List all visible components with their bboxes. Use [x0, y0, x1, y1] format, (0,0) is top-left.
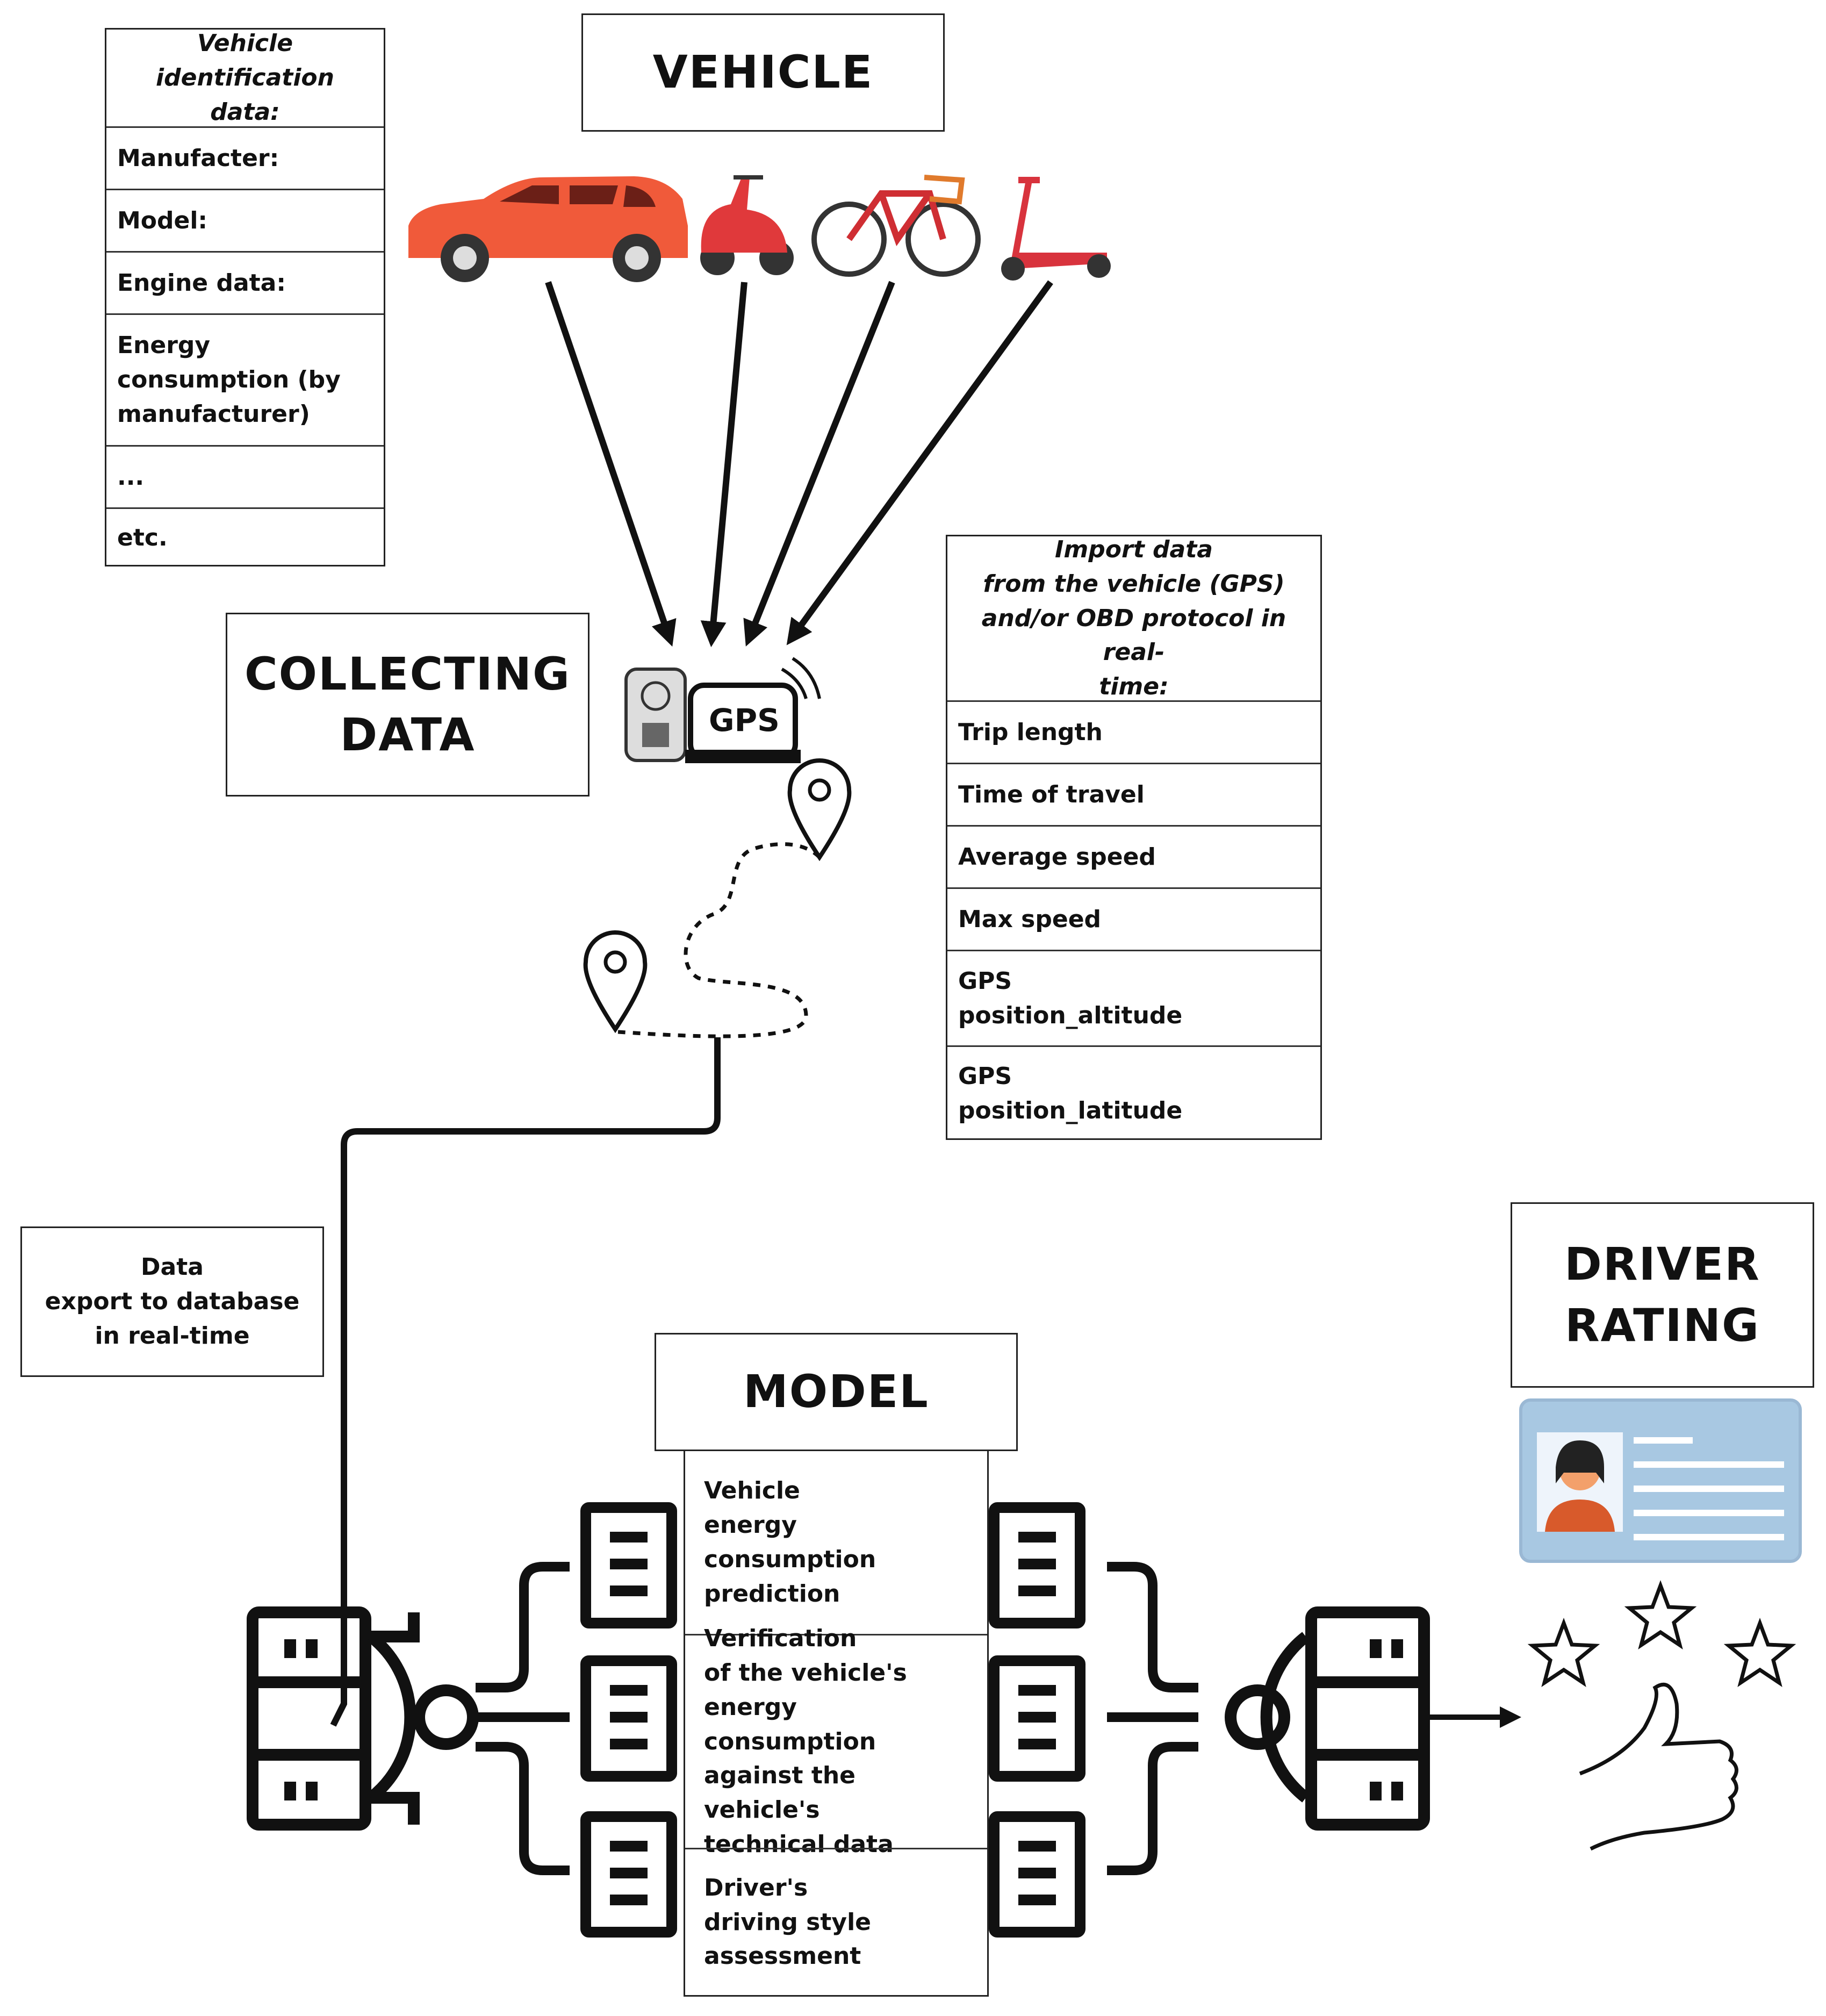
kick-scooter-icon — [1001, 177, 1111, 281]
model-title: MODEL — [743, 1365, 929, 1418]
data-export-text: Data export to database in real-time — [45, 1253, 300, 1350]
table-row: GPS position_latitude — [947, 1045, 1320, 1140]
connector-line — [330, 1037, 721, 1727]
import-data-table: Import data from the vehicle (GPS) and/o… — [946, 535, 1322, 1140]
kick-scooter-arrow — [786, 280, 1053, 645]
table-row: Average speed — [947, 825, 1320, 887]
bicycle-arrow — [743, 281, 895, 647]
table-row: Max speed — [947, 887, 1320, 950]
table-row: Energy consumption (by manufacturer) — [106, 313, 384, 445]
table-row: ... — [106, 445, 384, 507]
left-model-connectors — [476, 1562, 570, 1875]
model-title-box: MODEL — [655, 1333, 1018, 1451]
car-arrow — [545, 281, 677, 647]
table-row: Engine data: — [106, 251, 384, 313]
location-pin-icon-lower — [583, 930, 648, 1034]
rating-stars — [1527, 1580, 1796, 1688]
table-row: Trip length — [947, 700, 1320, 763]
vehicle-identification-table: Vehicle identification data: Manufacter:… — [105, 28, 385, 566]
gps-label: GPS — [709, 702, 780, 738]
location-pin-icon-upper — [787, 758, 852, 862]
document-icon — [989, 1655, 1085, 1782]
car-icon — [408, 176, 688, 282]
collecting-data-title: COLLECTING DATA — [226, 613, 590, 797]
driver-license-icon — [1519, 1398, 1802, 1563]
model-step-verification: Verification of the vehicle's energy con… — [685, 1625, 987, 1858]
model-step-driving-style: Driver's driving style assessment — [685, 1848, 987, 1995]
table-row: GPS position_altitude — [947, 950, 1320, 1045]
document-icons-left — [580, 1502, 677, 1938]
model-step-energy-prediction: Vehicle energy consumption prediction — [704, 1477, 876, 1608]
document-icon — [580, 1811, 677, 1938]
vehicle-to-collector-arrows — [545, 280, 1053, 648]
document-icon — [989, 1502, 1085, 1628]
document-icons-right — [989, 1502, 1085, 1938]
scooter-arrow — [700, 282, 747, 648]
server-gear-icon-left — [247, 1606, 479, 1831]
model-steps-table: Vehicle energy consumption prediction Ve… — [684, 1451, 989, 1997]
bicycle-icon — [811, 175, 981, 277]
dotted-route — [617, 842, 821, 1038]
gps-device-icon — [685, 657, 821, 763]
table-row: etc. — [106, 507, 384, 566]
vehicle-title: VEHICLE — [652, 46, 874, 99]
table-row: Manufacter: — [106, 126, 384, 189]
data-export-box: Data export to database in real-time — [20, 1226, 324, 1377]
server-gear-icon-right — [1225, 1606, 1430, 1831]
table-row: Model: — [106, 189, 384, 251]
scooter-icon — [700, 175, 794, 275]
document-icon — [580, 1655, 677, 1782]
driver-rating-title: DRIVER RATING — [1511, 1202, 1814, 1388]
right-model-connectors — [1107, 1562, 1198, 1875]
document-icon — [580, 1502, 677, 1628]
obd-reader-icon — [624, 668, 687, 762]
document-icon — [989, 1811, 1085, 1938]
vehicle-title-box: VEHICLE — [581, 13, 945, 132]
star-icon — [1624, 1580, 1697, 1650]
star-icon — [1527, 1618, 1600, 1688]
table-row: Time of travel — [947, 763, 1320, 825]
thumbs-up-icon — [1579, 1682, 1738, 1851]
star-icon — [1723, 1618, 1796, 1688]
import-data-header: Import data from the vehicle (GPS) and/o… — [981, 536, 1286, 701]
vehicle-identification-header: Vehicle identification data: — [156, 30, 334, 126]
